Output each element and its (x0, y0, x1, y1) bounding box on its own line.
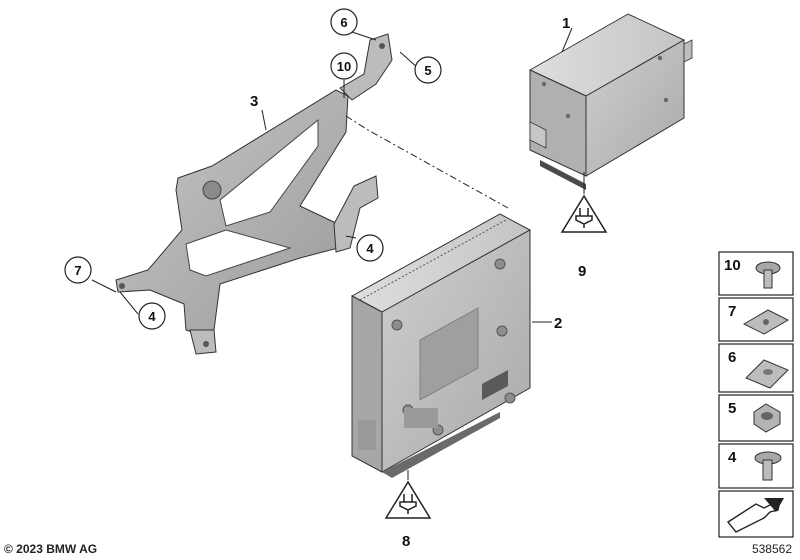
callout-4-right[interactable]: 4 (356, 234, 384, 262)
leader-lines (91, 27, 585, 480)
callout-6[interactable]: 6 (330, 8, 358, 36)
flange-screw-icon (754, 451, 782, 481)
legend-num-4: 4 (728, 449, 737, 466)
legend-item-5[interactable]: 5 (718, 394, 794, 442)
part-label-9: 9 (578, 263, 586, 280)
part-label-3: 3 (250, 93, 258, 110)
screw-icon (755, 261, 781, 289)
legend-num-10: 10 (724, 257, 741, 274)
legend-num-6: 6 (728, 349, 736, 366)
callout-4-right-text: 4 (366, 241, 374, 256)
callout-7[interactable]: 7 (64, 256, 92, 284)
part-label-2: 2 (554, 315, 562, 332)
diagram-id: 538562 (751, 542, 792, 556)
clip-nut-icon (742, 309, 790, 335)
callout-5-text: 5 (424, 63, 431, 78)
part-2-control-unit[interactable] (350, 213, 532, 478)
copyright-text: © 2023 BMW AG (4, 542, 98, 556)
legend: 10 7 6 5 (718, 251, 794, 538)
legend-item-6[interactable]: 6 (718, 343, 794, 393)
bracket-arrow-icon (726, 498, 784, 533)
spring-nut-icon (745, 359, 789, 389)
part-label-1: 1 (562, 15, 570, 32)
callout-4-left-text: 4 (148, 309, 156, 324)
legend-num-5: 5 (728, 400, 736, 417)
hex-nut-icon (753, 403, 781, 433)
esd-warning-icon-9 (560, 194, 608, 233)
callout-10[interactable]: 10 (330, 52, 358, 80)
callout-7-text: 7 (74, 263, 81, 278)
part-label-8: 8 (402, 533, 410, 550)
legend-item-10[interactable]: 10 (718, 251, 794, 296)
part-3-bracket[interactable] (115, 33, 393, 355)
part-1-control-unit[interactable] (528, 13, 693, 190)
legend-item-7[interactable]: 7 (718, 297, 794, 342)
esd-warning-icon-8 (384, 480, 432, 519)
callout-4-left[interactable]: 4 (138, 302, 166, 330)
callout-5[interactable]: 5 (414, 56, 442, 84)
legend-item-4[interactable]: 4 (718, 443, 794, 489)
callout-6-text: 6 (340, 15, 347, 30)
callout-10-text: 10 (337, 59, 351, 74)
assembly-line (345, 115, 509, 209)
legend-num-7: 7 (728, 303, 736, 320)
legend-arrow-box[interactable] (718, 490, 794, 538)
